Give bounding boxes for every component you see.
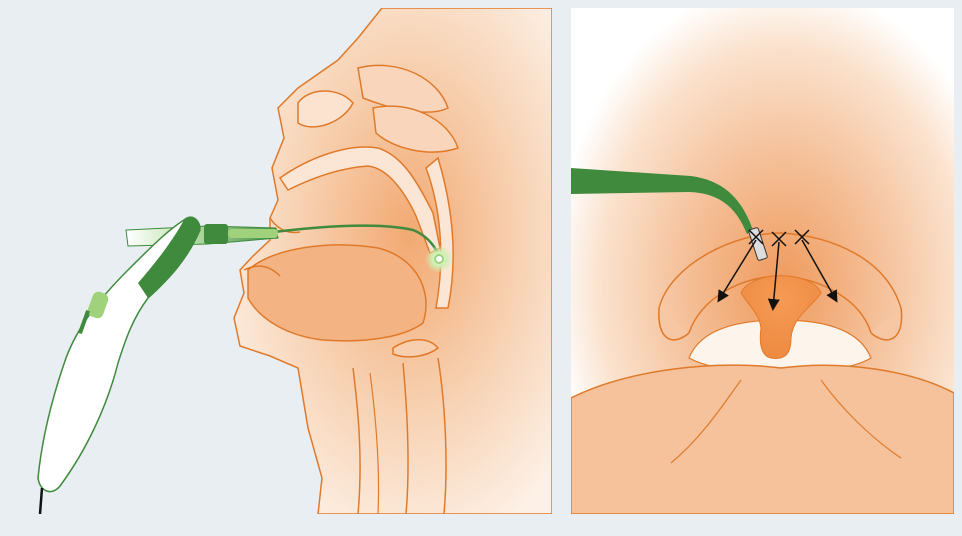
instrument-tip	[435, 255, 443, 263]
throat-closeup-panel	[571, 8, 954, 514]
tongue-base	[571, 365, 954, 514]
instrument-collar	[204, 224, 228, 244]
sagittal-head-illustration	[8, 8, 552, 514]
sagittal-view-panel	[8, 8, 552, 514]
instrument-tip-sleeve	[228, 229, 278, 238]
instrument-cable	[40, 488, 42, 514]
throat-closeup-illustration	[571, 8, 954, 514]
